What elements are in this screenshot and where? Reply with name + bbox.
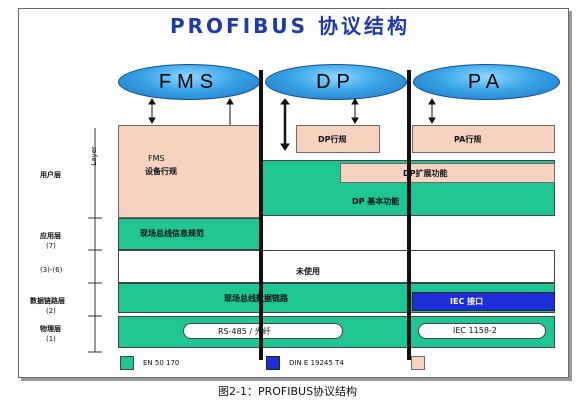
dp-ext-label: DP扩展功能: [403, 169, 448, 178]
pa-profile-label: PA行规: [454, 135, 482, 144]
arrow-dp-1-head-down: [280, 143, 290, 151]
layer-label: Layer: [89, 146, 98, 166]
fms-ellipse: FMS: [118, 64, 260, 100]
fms-profile-block: [118, 125, 262, 218]
arrow-dp-2-head-down: [351, 117, 359, 124]
left-label-datalink-num: (2): [46, 307, 56, 315]
legend-blue-label: DIN E 19245 T4: [289, 359, 344, 367]
fms-profile-label: 设备行规: [145, 167, 177, 176]
separator-dp-pa: [407, 70, 411, 360]
pa-label: PA: [467, 70, 506, 93]
iec1158-pill: [418, 323, 546, 339]
dp-label: DP: [316, 70, 356, 93]
arrow-fms-1-head-down: [148, 117, 156, 124]
arrow-dp-1-head-up: [279, 98, 291, 105]
unused-label: 未使用: [296, 267, 320, 276]
iec-interface-block: [412, 292, 555, 311]
iec1158-label: IEC 1158-2: [453, 326, 497, 335]
pa-profile-block: [412, 125, 555, 153]
iec-interface-label: IEC 接口: [450, 297, 484, 306]
arrow-fms-1-head-up: [148, 98, 156, 105]
dp-profile-label: DP行规: [318, 135, 347, 144]
figure-caption: 图2-1：PROFIBUS协议结构: [218, 385, 358, 398]
diagram-title: PROFIBUS 协议结构: [170, 14, 411, 38]
arrow-fms-2-head-up: [226, 98, 234, 105]
rs485-label: RS-485 / 光纤: [218, 327, 271, 336]
unused-layer: [118, 250, 555, 283]
rs485-pill: [183, 323, 343, 339]
pa-ellipse: PA: [413, 64, 560, 100]
legend-blue-swatch: [266, 356, 280, 370]
fieldbus-msg-block: [118, 218, 262, 250]
dp-basic-label: DP 基本功能: [352, 197, 400, 206]
legend-pink-swatch: [411, 356, 425, 370]
fieldbus-msg-label: 现场总线信息规范: [140, 229, 204, 238]
arrow-dp-2-head-up: [351, 98, 359, 105]
dp-profile-block: [296, 125, 380, 153]
fms-profile-title: FMS: [148, 154, 165, 163]
arrow-pa-1-head-down: [428, 117, 436, 124]
separator-fms-dp: [259, 70, 263, 360]
dp-ellipse: DP: [265, 64, 407, 100]
left-label-physical: 物理层: [40, 325, 61, 333]
fieldbus-link-label: 现场总线数据链路: [224, 294, 288, 303]
dp-ext-block: [340, 163, 555, 183]
left-label-app-num: (7): [46, 242, 56, 250]
arrow-pa-1-head-up: [428, 98, 436, 105]
legend-green-swatch: [120, 356, 134, 370]
fms-label: FMS: [158, 70, 220, 93]
legend-green-label: EN 50 170: [143, 359, 180, 367]
left-label-user: 用户层: [40, 171, 61, 179]
left-label-app: 应用层: [40, 232, 61, 240]
left-label-datalink: 数据链路层: [30, 297, 65, 305]
left-label-mid: (3)-(6): [40, 266, 63, 274]
left-label-physical-num: (1): [46, 335, 56, 343]
